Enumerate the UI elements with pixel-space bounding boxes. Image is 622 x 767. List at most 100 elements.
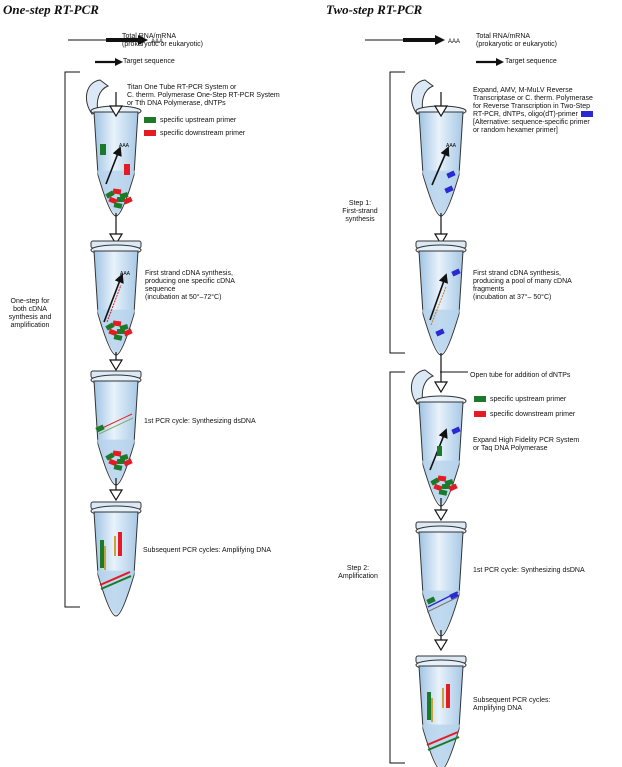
two-tube-3-lid <box>410 369 435 405</box>
two-t5-dsdna-a <box>426 731 459 746</box>
step2-bracket <box>389 371 405 764</box>
one-first-strand-label: First strand cDNA synthesis, producing o… <box>145 270 235 302</box>
one-t3-pile-primer <box>105 452 115 461</box>
two-rna-label: Total RNA/mRNA (prokaryotic or eukaryoti… <box>476 33 557 49</box>
two-rna-strand-aaa: AAA <box>448 39 460 45</box>
upstream-swatch <box>474 396 486 403</box>
two-t5-dsdna-b <box>427 736 460 751</box>
one-t4-dsdna <box>99 571 131 586</box>
two-t2-oligo-b <box>435 328 445 337</box>
two-flow-arrow-4-head <box>433 639 449 652</box>
two-tube-4 <box>415 521 467 637</box>
two-flow-arrow-2-head <box>433 381 449 394</box>
step1-bracket <box>389 71 405 354</box>
two-target-label: Target sequence <box>505 58 557 65</box>
bracket-line: One-step for <box>10 298 50 305</box>
two-t5-up-a <box>427 692 431 720</box>
step2-line: Amplification <box>338 573 378 580</box>
two-t5-down-a <box>446 684 450 708</box>
two-pcr-sub-line: Amplifying DNA <box>473 705 523 712</box>
one-t1-pile-primer <box>123 196 133 205</box>
two-t2-oligo <box>451 268 461 277</box>
one-target-arrow-head <box>115 58 123 66</box>
two-first-strand-label: First strand cDNA synthesis, producing a… <box>473 270 572 302</box>
step1-label: Step 1: First-strand synthesis <box>331 200 389 224</box>
legend-text: specific downstream primer <box>160 130 246 137</box>
two-fs-line: First strand cDNA synthesis, <box>473 270 561 277</box>
two-tube-3-liquid <box>422 460 460 504</box>
expand-hf-line: or Taq DNA Polymerase <box>473 445 548 452</box>
two-tube-5-liquid <box>422 724 460 767</box>
two-pcr-sub-label: Subsequent PCR cycles: Amplifying DNA <box>473 697 550 713</box>
two-t3-pile-primer <box>441 483 451 490</box>
one-t1-down-primer <box>124 164 130 175</box>
one-t2-pile-primer <box>105 322 115 331</box>
one-flow-arrow-2-head <box>108 359 124 372</box>
two-flow-arrow-0-head <box>433 105 449 118</box>
legend-text: specific downstream primer <box>490 411 576 418</box>
one-rna-strand-aaa: AAA <box>151 39 163 45</box>
one-fs-line: sequence <box>145 286 176 293</box>
two-t2-strand <box>429 273 448 321</box>
one-t2-cdna <box>106 284 122 323</box>
two-t3-pile-primer <box>438 489 448 496</box>
step1-line: synthesis <box>345 216 375 223</box>
one-enzyme-line: Titan One Tube RT-PCR System or <box>127 84 237 91</box>
one-rna-sub: (prokaryotic or eukaryotic) <box>122 41 203 48</box>
two-tube-5 <box>415 655 467 767</box>
one-t2-pile-primer <box>113 334 123 341</box>
one-enzyme-label: Titan One Tube RT-PCR System or C. therm… <box>127 84 280 108</box>
two-enzyme-line: or random hexamer primer] <box>473 127 558 134</box>
step2-label: Step 2: Amplification <box>327 565 389 581</box>
two-t1-oligo-b <box>444 185 454 194</box>
two-fs-line: fragments <box>473 286 505 293</box>
two-t5-strand-b <box>442 688 444 708</box>
two-pcr-sub-line: Subsequent PCR cycles: <box>473 697 551 704</box>
one-tube-4 <box>90 501 142 617</box>
one-t1-strand <box>105 146 122 185</box>
two-pcr1-label: 1st PCR cycle: Synthesizing dsDNA <box>473 567 585 574</box>
two-flow-arrow-3-head <box>433 509 449 522</box>
bracket-line: both cDNA <box>13 306 47 313</box>
one-t1-aaa: AAA <box>119 143 130 149</box>
one-t2-pile-primer <box>123 328 133 337</box>
two-tube-1-liquid <box>422 170 460 214</box>
one-t3-dsdna-b <box>98 417 134 435</box>
downstream-swatch <box>474 411 486 418</box>
one-t4-strand-b <box>114 536 116 556</box>
two-t1-aaa: AAA <box>446 143 457 149</box>
one-target-label: Target sequence <box>123 58 175 65</box>
two-step-title: Two-step RT-PCR <box>326 2 423 17</box>
legend-text: specific upstream primer <box>160 117 237 124</box>
one-t1-pile-primer <box>105 190 115 199</box>
two-enzyme-line: for Reverse Transcription in Two-Step <box>473 103 590 110</box>
two-target-arrow-head <box>496 58 504 66</box>
two-enzyme-line: Transcriptase or C. therm. Polymerase <box>473 95 593 102</box>
two-t3-pile-primer <box>448 483 458 492</box>
one-t4-strand-a <box>104 546 106 570</box>
one-t3-pile-primer <box>116 458 126 465</box>
two-flow-arrow-1-head <box>433 233 449 246</box>
two-fs-line: (incubation at 37°– 50°C) <box>473 294 552 301</box>
two-t3-up <box>437 446 442 456</box>
step2-line: Step 2: <box>346 565 370 572</box>
downstream-swatch <box>144 130 156 137</box>
two-legend-upstream: specific upstream primer <box>474 396 566 404</box>
expand-hf-label: Expand High Fidelity PCR System or Taq D… <box>473 437 579 453</box>
step1-line: First-strand <box>342 208 378 215</box>
two-t1-strand <box>431 146 450 186</box>
one-rna-label: Total RNA/mRNA (prokaryotic or eukaryoti… <box>122 33 203 49</box>
two-enzyme-label: Expand, AMV, M-MuLV Reverse Transcriptas… <box>473 87 597 135</box>
two-tube-1 <box>410 79 467 217</box>
one-step-title: One-step RT-PCR <box>3 2 99 17</box>
one-t2-pile-primer <box>116 328 126 335</box>
one-t1-pile-primer <box>116 196 126 203</box>
one-step-bracket-label: One-step for both cDNA synthesis and amp… <box>2 298 58 330</box>
two-t1-oligo-a <box>446 170 456 179</box>
legend-text: specific upstream primer <box>490 396 567 403</box>
one-t3-pile-primer <box>112 450 122 457</box>
one-t1-up-primer <box>100 144 106 155</box>
two-tube-1-lid <box>410 79 435 115</box>
one-t4-down-primer-a <box>118 532 122 556</box>
oligo-dt-swatch <box>580 111 593 118</box>
